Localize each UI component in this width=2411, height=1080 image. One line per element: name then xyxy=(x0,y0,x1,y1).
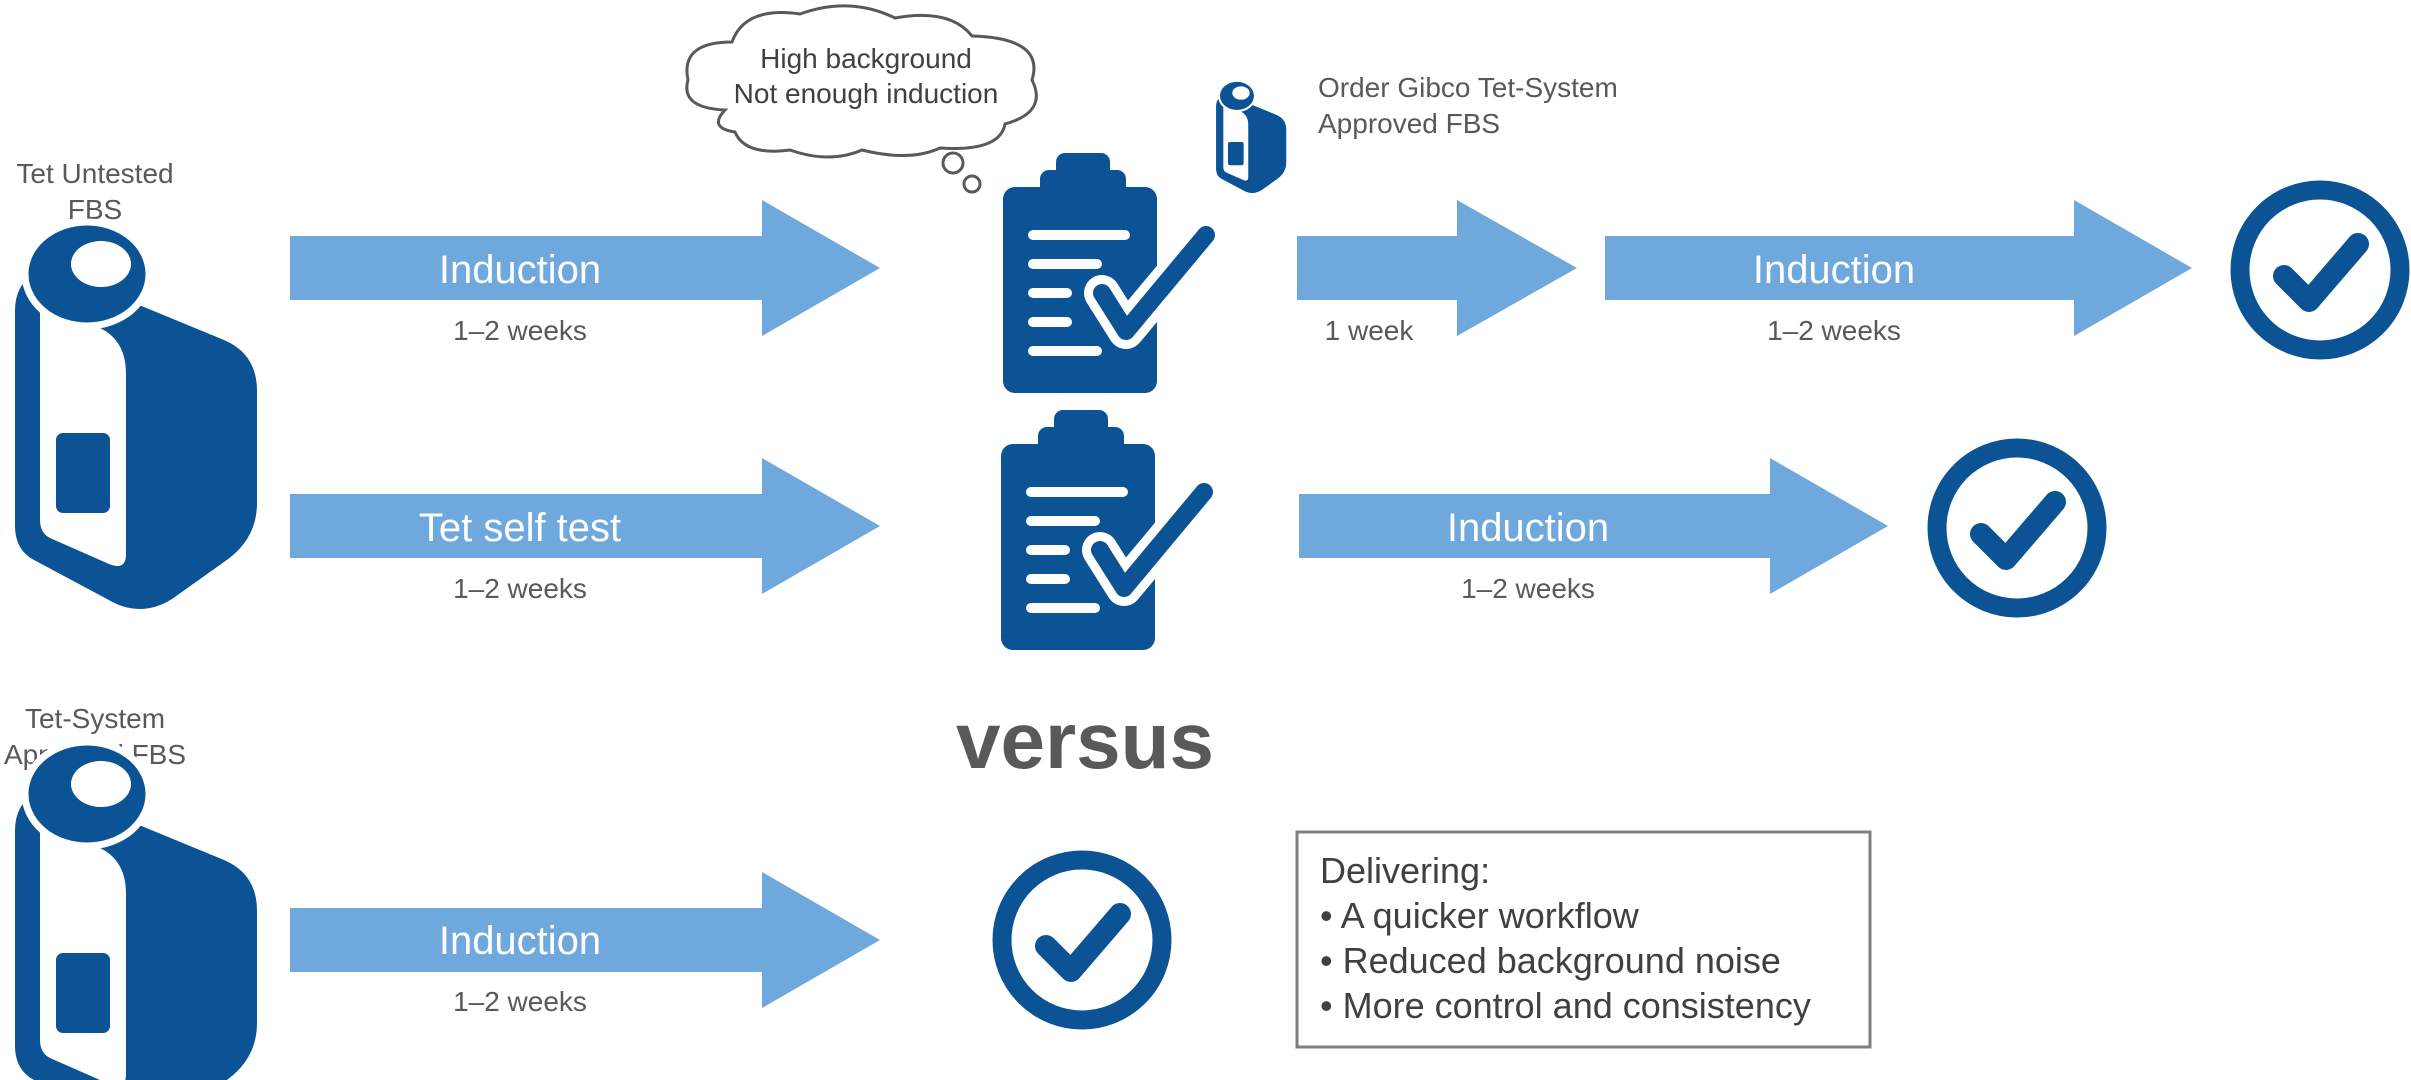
row1-induction-arrow xyxy=(290,200,880,336)
check-circle-icon xyxy=(1002,860,1162,1020)
benefits-item: • More control and consistency xyxy=(1320,985,1811,1026)
bottom-bottle-caption-line1: Tet-System xyxy=(25,703,165,734)
row1-induction-arrow-2 xyxy=(1605,200,2192,336)
row2-arrow1-label: Tet self test xyxy=(419,506,621,550)
order-note-line1: Order Gibco Tet-System xyxy=(1318,72,1618,103)
row3-induction-arrow xyxy=(290,872,880,1008)
clipboard-check-icon xyxy=(1003,153,1206,393)
thought-cloud-line2: Not enough induction xyxy=(734,78,999,109)
thought-cloud: High background Not enough induction xyxy=(685,4,1038,194)
thought-cloud-line1: High background xyxy=(760,43,972,74)
benefits-heading: Delivering: xyxy=(1320,850,1490,891)
clipboard-check-icon xyxy=(1001,410,1204,650)
row2-induction-arrow xyxy=(1299,458,1888,594)
benefits-box-frame xyxy=(1295,830,1872,1049)
row2-self-test-arrow xyxy=(290,458,880,594)
order-note-line2: Approved FBS xyxy=(1318,108,1500,139)
row1-arrow2-duration: 1 week xyxy=(1325,315,1415,346)
check-circle-icon xyxy=(2240,190,2400,350)
order-note: Order Gibco Tet-System Approved FBS xyxy=(1318,72,1618,139)
top-bottle-caption-line1: Tet Untested xyxy=(16,158,173,189)
row3-arrow1-label: Induction xyxy=(439,919,601,963)
row1-order-arrow xyxy=(1297,200,1577,336)
row3-arrow1-duration: 1–2 weeks xyxy=(453,986,587,1017)
row1-arrow3-label: Induction xyxy=(1753,248,1915,292)
row1-arrow1-label: Induction xyxy=(439,248,601,292)
fbs-bottle-small-icon xyxy=(1215,79,1288,195)
row2-arrow1-duration: 1–2 weeks xyxy=(453,573,587,604)
row1-arrow3-duration: 1–2 weeks xyxy=(1767,315,1901,346)
versus-label: versus xyxy=(956,696,1214,785)
check-circle-icon xyxy=(1937,448,2097,608)
fbs-bottle-icon xyxy=(15,742,257,1080)
bottom-bottle-caption: Tet-System Approved FBS xyxy=(4,703,186,770)
top-bottle-caption: Tet Untested FBS xyxy=(16,158,173,225)
fbs-bottle-icon xyxy=(15,222,257,609)
benefits-item: • A quicker workflow xyxy=(1320,895,1640,936)
benefits-item: • Reduced background noise xyxy=(1320,940,1781,981)
thought-bubble-dot-small xyxy=(962,174,982,194)
thought-bubble-dot-large xyxy=(941,151,965,175)
row2-arrow2-duration: 1–2 weeks xyxy=(1461,573,1595,604)
row2-arrow2-label: Induction xyxy=(1447,506,1609,550)
row1-arrow1-duration: 1–2 weeks xyxy=(453,315,587,346)
benefits-box: Delivering: • A quicker workflow • Reduc… xyxy=(1295,830,1872,1049)
